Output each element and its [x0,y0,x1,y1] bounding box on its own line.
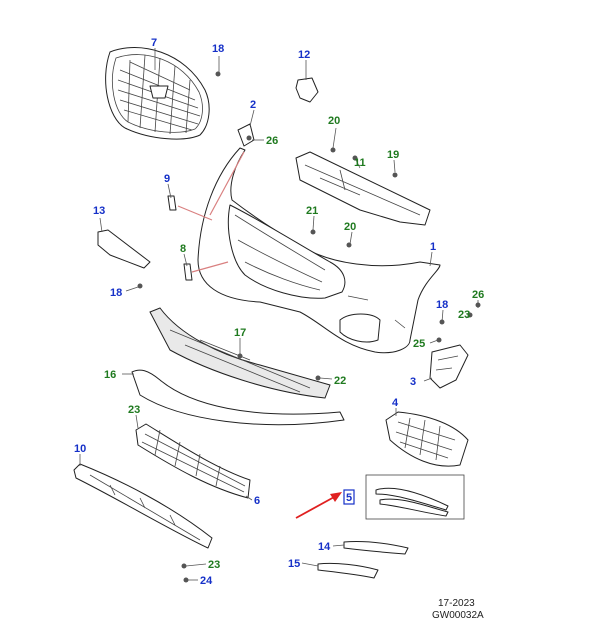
leader-lines [79,48,479,581]
upper-shield-11 [295,151,431,226]
side-bracket-3 [429,344,469,389]
callout-18: 18 [212,43,224,55]
clip-8 [183,263,193,281]
callout-14: 14 [318,541,331,553]
callout-1: 1 [430,241,436,253]
fog-grille-4 [385,411,469,467]
callout-16: 16 [104,369,116,381]
trim-14 [343,541,409,555]
callout-24: 24 [200,575,213,587]
callout-23: 23 [458,309,470,321]
lower-grille-6 [135,423,251,499]
callout-19: 19 [387,149,399,161]
callout-18c: 18 [436,299,448,311]
callout-8: 8 [180,243,186,255]
undertray-17 [149,307,331,399]
bumper-cover-part [197,147,441,354]
callout-11: 11 [354,157,366,169]
callout-25: 25 [413,338,425,350]
callout-4: 4 [392,397,399,409]
callout-20: 20 [328,115,340,127]
callout-18b: 18 [110,287,122,299]
callout-2: 2 [250,99,256,111]
footer-code: GW00032A [432,610,484,621]
callout-3: 3 [410,376,416,388]
grille-part [105,47,210,140]
footer-date: 17-2023 [438,598,475,609]
callout-23b: 23 [128,404,140,416]
callout-12: 12 [298,49,310,61]
callout-7: 7 [151,37,157,49]
callout-20b: 20 [344,221,356,233]
callout-21: 21 [306,205,318,217]
bracket-12 [295,77,319,103]
callout-9: 9 [164,173,170,185]
callout-5: 5 [346,492,352,504]
clip-2 [237,123,255,147]
bracket-13 [97,229,151,269]
callout-23c: 23 [208,559,220,571]
trim-inset-5 [343,474,465,520]
callout-10: 10 [74,443,86,455]
callout-15: 15 [288,558,300,570]
callout-6: 6 [254,495,260,507]
trim-15 [317,562,379,579]
callout-13: 13 [93,205,105,217]
clip-9 [167,195,177,211]
callout-26: 26 [266,135,278,147]
lower-lip-16 [131,369,345,426]
callout-22: 22 [334,375,346,387]
callout-17: 17 [234,327,246,339]
highlight-arrow [295,492,342,519]
callout-26b: 26 [472,289,484,301]
